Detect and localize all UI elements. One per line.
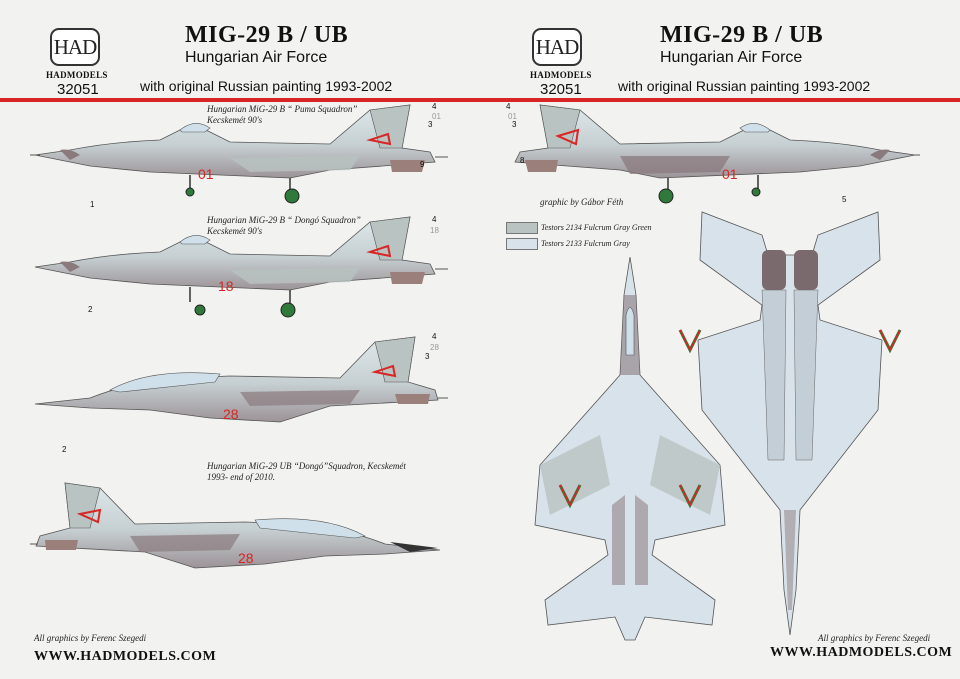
aircraft-side-profile-1 — [30, 104, 448, 204]
callout-9: 9 — [420, 160, 425, 169]
serial-number-4: 28 — [238, 550, 254, 566]
website-right: WWW.HADMODELS.COM — [770, 645, 953, 660]
aircraft-side-profile-3 — [34, 336, 448, 423]
graphic-credit: graphic by Gábor Féth — [540, 197, 624, 207]
callout-4: 4 — [432, 332, 437, 341]
caption-line: Hungarian MiG-29 UB “Dongó”Squadron, Kec… — [207, 461, 406, 471]
callout-2: 2 — [62, 445, 67, 454]
title-right: MIG-29 B / UB — [660, 22, 824, 48]
subtitle-right: Hungarian Air Force — [660, 49, 803, 66]
profile-1-caption: Hungarian MiG-29 B “ Puma Squadron” Kecs… — [207, 104, 357, 126]
serial-number-2: 18 — [218, 278, 234, 294]
header-divider — [0, 98, 960, 102]
caption-line: Hungarian MiG-29 B “ Dongó Squadron” — [207, 215, 361, 225]
aircraft-bottom-view — [678, 211, 902, 636]
callout-4: 4 — [432, 215, 437, 224]
brand-name-right: HADMODELS — [530, 70, 592, 80]
description-right: with original Russian painting 1993-2002 — [618, 78, 871, 94]
legend-label: Testors 2134 Fulcrum Gray Green — [541, 223, 652, 232]
tail-number: 18 — [430, 226, 439, 235]
website-left: WWW.HADMODELS.COM — [34, 649, 217, 664]
description-left: with original Russian painting 1993-2002 — [140, 78, 393, 94]
logo-text: HAD — [53, 34, 97, 59]
profile-2-caption: Hungarian MiG-29 B “ Dongó Squadron” Kec… — [207, 215, 361, 237]
callout-3: 3 — [425, 352, 430, 361]
title-left: MIG-29 B / UB — [185, 22, 349, 48]
caption-line: 1993- end of 2010. — [207, 472, 275, 482]
logo-text: HAD — [535, 34, 579, 59]
caption-line: Kecskemét 90's — [207, 115, 263, 125]
aircraft-side-profile-2 — [34, 216, 448, 318]
callout-5: 5 — [842, 195, 847, 204]
swatch-gray-green — [506, 222, 538, 234]
hadmodels-logo-left: HAD — [50, 28, 100, 66]
callout-4: 4 — [432, 102, 437, 111]
tail-number: 28 — [430, 343, 439, 352]
aircraft-side-profile-4 — [30, 482, 441, 569]
tail-number: 01 — [508, 112, 517, 121]
product-code-right: 32051 — [540, 81, 582, 98]
callout-1: 1 — [90, 200, 95, 209]
caption-line: Kecskemét 90's — [207, 226, 263, 236]
subtitle-left: Hungarian Air Force — [185, 49, 328, 66]
footer-credit-right: All graphics by Ferenc Szegedi — [818, 633, 931, 643]
callout-2: 2 — [88, 305, 93, 314]
footer-credit-left: All graphics by Ferenc Szegedi — [34, 633, 147, 643]
aircraft-side-profile-right — [514, 104, 920, 204]
legend-label: Testors 2133 Fulcrum Gray — [541, 239, 630, 248]
brand-name-left: HADMODELS — [46, 70, 108, 80]
hadmodels-logo-right: HAD — [532, 28, 582, 66]
callout-3: 3 — [428, 120, 433, 129]
caption-line: Hungarian MiG-29 B “ Puma Squadron” — [207, 104, 358, 114]
serial-number-right: 01 — [722, 166, 738, 182]
profile-4-caption: Hungarian MiG-29 UB “Dongó”Squadron, Kec… — [207, 461, 406, 483]
swatch-fulcrum-gray — [506, 238, 538, 250]
callout-8: 8 — [520, 156, 525, 165]
product-code-left: 32051 — [57, 81, 99, 98]
callout-3: 3 — [512, 120, 517, 129]
callout-4: 4 — [506, 102, 511, 111]
serial-number-3: 28 — [223, 406, 239, 422]
aircraft-top-view — [534, 256, 726, 641]
tail-number: 01 — [432, 112, 441, 121]
serial-number-1: 01 — [198, 166, 214, 182]
